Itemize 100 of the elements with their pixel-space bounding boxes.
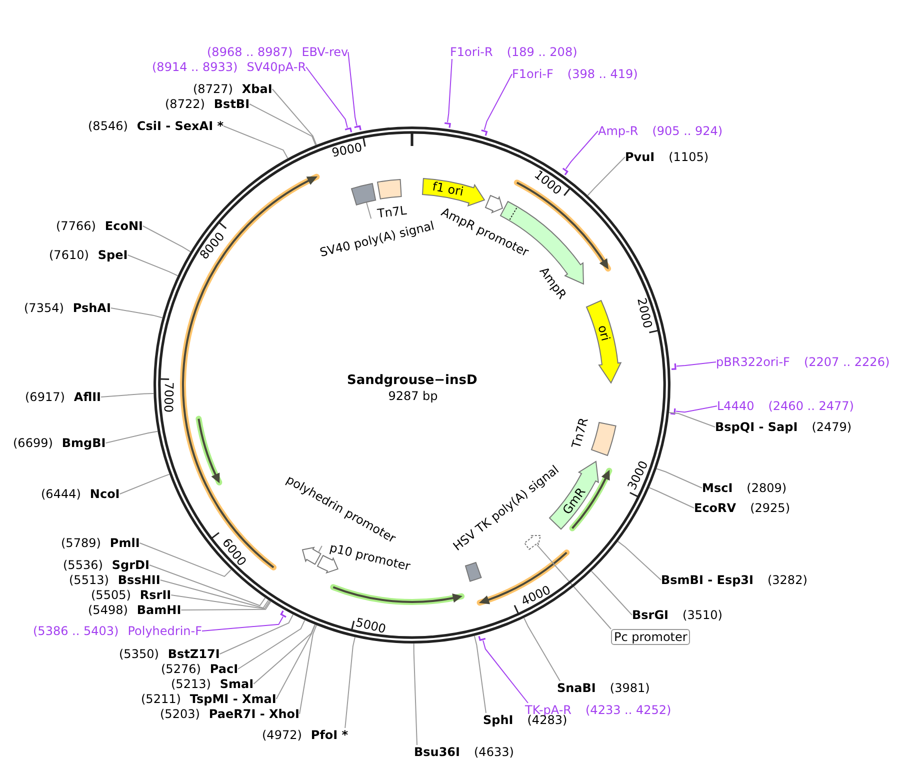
leader-line <box>127 254 178 276</box>
leader-line <box>676 362 716 367</box>
restriction-site-label: (5789) PmlI <box>61 536 140 550</box>
primer-label: (8914 .. 8933) SV40pA-R <box>152 60 306 74</box>
primer-mark <box>671 363 676 370</box>
restriction-site-label: (7610) SpeI <box>49 248 128 262</box>
leader-line <box>110 308 163 318</box>
primer-mark <box>562 168 568 176</box>
restriction-site-label: (7766) EcoNI <box>56 219 143 233</box>
restriction-site-label: (5213) SmaI <box>171 677 254 691</box>
leader-line <box>238 620 306 670</box>
leader-line <box>536 544 612 630</box>
restriction-site-label: (5276) PacI <box>161 662 238 676</box>
leader-line <box>474 635 486 714</box>
scale-label: 3000 <box>625 458 652 492</box>
restriction-site-label: SnaBI (3981) <box>557 681 650 695</box>
restriction-site-label: (5536) SgrDI <box>63 558 150 572</box>
primer-mark <box>444 122 451 128</box>
leader-line <box>272 88 317 146</box>
restriction-site-label: EcoRV (2925) <box>694 501 790 515</box>
leader-line <box>253 624 316 684</box>
primer-mark <box>481 130 488 136</box>
leader-line <box>105 430 158 444</box>
restriction-site-label: (7354) PshAI <box>24 301 111 315</box>
primer-label: L4440 (2460 .. 2477) <box>717 399 854 413</box>
primer-mark <box>354 125 362 130</box>
leader-line <box>413 643 418 746</box>
restriction-site-label: BsmBI - Esp3I (3282) <box>661 573 808 587</box>
restriction-site-label: (4972) PfoI * <box>262 728 348 742</box>
primer-label: Amp-R (905 .. 924) <box>598 124 723 138</box>
restriction-site-label: (5350) BstZ17I <box>119 647 220 661</box>
primer-label: pBR322ori-F (2207 .. 2226) <box>716 355 890 369</box>
leader-line <box>170 594 270 610</box>
leader-line <box>180 601 272 610</box>
leader-line <box>366 202 372 220</box>
scale-label: 5000 <box>354 614 388 636</box>
leader-line <box>100 392 154 398</box>
leader-line <box>249 104 316 146</box>
leader-line <box>148 564 266 606</box>
leader-line <box>675 406 718 413</box>
scale-label: 7000 <box>161 382 176 413</box>
restriction-site-label: (5498) BamHI <box>88 603 182 617</box>
primer-mark <box>344 127 352 132</box>
feature-block <box>302 547 322 565</box>
scale-label: 4000 <box>518 582 552 608</box>
feature-label: f1 ori <box>431 180 465 199</box>
feature-box <box>351 182 377 206</box>
leader-line <box>348 52 358 126</box>
leader-line <box>306 66 348 128</box>
leader-line <box>160 580 269 609</box>
leader-line <box>202 616 284 632</box>
primer-mark <box>670 408 676 415</box>
leader-line <box>524 618 560 682</box>
leader-line <box>648 487 694 508</box>
restriction-site-label: (6917) AflII <box>25 390 102 404</box>
restriction-site-label: (5505) RsrII <box>91 588 172 602</box>
restriction-site-label: PvuI (1105) <box>625 150 709 164</box>
primer-mark <box>478 636 486 641</box>
leader-line <box>668 412 716 428</box>
leader-line <box>656 468 702 488</box>
feature-label: ori <box>595 324 613 343</box>
plasmid-name: Sandgrouse−insD <box>347 373 478 389</box>
leader-line <box>565 130 598 170</box>
restriction-site-label: BsrGI (3510) <box>632 608 722 622</box>
scale-label: 2000 <box>634 296 656 330</box>
feature-label: Tn7L <box>376 204 408 221</box>
restriction-site-label: (6444) NcoI <box>41 487 120 501</box>
restriction-site-label: (8727) XbaI <box>193 82 272 96</box>
leader-line <box>590 570 632 616</box>
primer-label: F1ori-R (189 .. 208) <box>450 45 578 59</box>
primer-label: (5386 .. 5403) Polyhedrin-F <box>33 624 202 638</box>
leader-line <box>617 540 662 580</box>
restriction-site-label: MscI (2809) <box>702 481 787 495</box>
restriction-site-label: (5211) TspMI - XmaI <box>141 692 276 706</box>
leader-line <box>344 636 356 728</box>
sequence-length-label: 9287 bp <box>388 389 438 403</box>
restriction-site-label: (5513) BssHII <box>69 573 160 587</box>
leader-line <box>119 474 170 494</box>
leader-line <box>142 226 191 252</box>
restriction-site-label: (5203) PaeR7I - XhoI <box>160 707 300 721</box>
leader-line <box>223 126 288 159</box>
feature-label: Tn7R <box>569 416 592 450</box>
feature-block <box>524 535 542 550</box>
leader-line <box>276 624 316 700</box>
leader-line <box>299 624 317 714</box>
leader-line <box>587 156 626 196</box>
leader-line <box>482 640 528 704</box>
primer-label: (8968 .. 8987) EBV-rev <box>207 45 348 59</box>
restriction-site-label: Bsu36I (4633) <box>414 745 514 759</box>
leader-line <box>219 614 294 654</box>
restriction-site-label: (8546) CsiI - SexAI * <box>88 119 224 133</box>
leader-line <box>318 545 322 552</box>
primer-mark <box>280 610 286 618</box>
feature-label: Pc promoter <box>611 629 690 645</box>
leader-line <box>447 58 452 123</box>
scale-label: 9000 <box>330 140 363 160</box>
restriction-site-label: (6699) BmgBI <box>13 436 106 450</box>
restriction-site-label: BspQI - SapI (2479) <box>715 420 852 434</box>
feature-label: p10 promoter <box>328 540 412 574</box>
leader-line <box>484 74 512 130</box>
